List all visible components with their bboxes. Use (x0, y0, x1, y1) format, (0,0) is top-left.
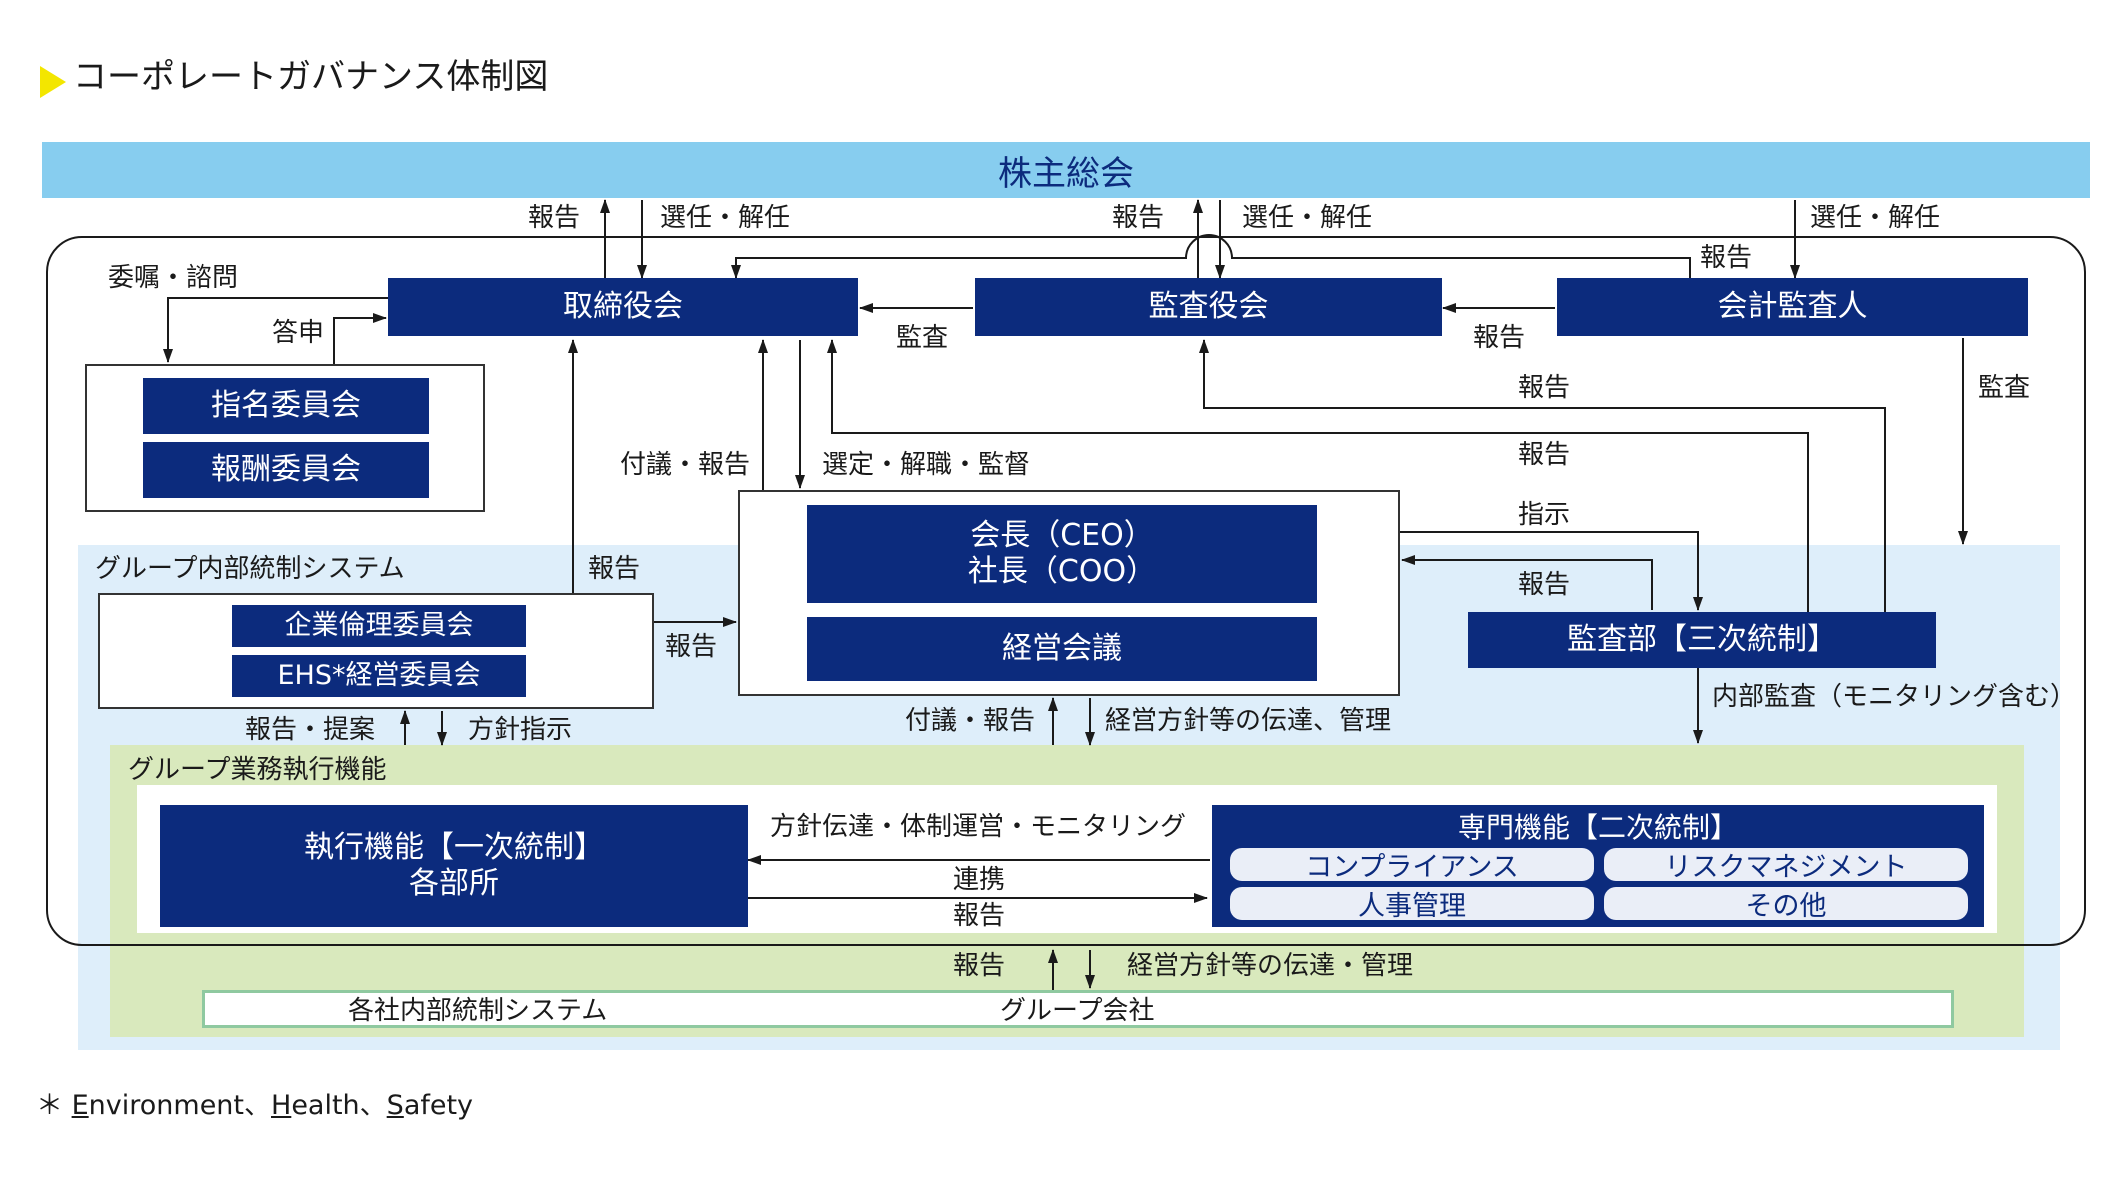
label-board-report: 報告 (528, 203, 581, 233)
shareholders-meeting-label: 株主総会 (998, 153, 1134, 194)
label-accountant-audit: 監査 (1978, 373, 2031, 403)
arrow-auditdept-to-auditboard (1199, 339, 1886, 612)
label-internal-board-report: 報告 (588, 554, 641, 584)
footnote-e: E (71, 1090, 89, 1121)
specialist-function: 専門機能【二次統制】 コンプライアンス リスクマネジメント 人事管理 その他 (1212, 805, 1984, 927)
specialist-item-risk-management: リスクマネジメント (1604, 848, 1968, 883)
board-of-directors: 取締役会 (388, 278, 858, 336)
label-board-appoint: 選任・解任 (660, 203, 791, 233)
group-companies-bar (202, 990, 1954, 1028)
label-instruct: 指示 (1518, 500, 1571, 530)
ethics-committee: 企業倫理委員会 (232, 605, 526, 647)
audit-board-label: 監査役会 (1148, 289, 1269, 324)
remuneration-committee-label: 報酬委員会 (211, 452, 361, 487)
label-internal-ceo-report: 報告 (665, 632, 718, 662)
arrow-ceo-to-auditdept (1400, 531, 1703, 611)
label-answer: 答申 (272, 318, 325, 348)
ceo-coo-box: 会長（CEO） 社長（COO） (807, 505, 1317, 603)
execution-label-1: 執行機能【一次統制】 (304, 830, 604, 865)
footnote-e-rest: nvironment、 (88, 1090, 271, 1121)
accounting-auditor: 会計監査人 (1557, 278, 2028, 336)
label-select-supervise: 選定・解職・監督 (822, 450, 1031, 480)
accounting-auditor-label: 会計監査人 (1717, 289, 1868, 324)
ethics-committee-label: 企業倫理委員会 (284, 609, 474, 641)
label-audit-report: 報告 (1112, 203, 1165, 233)
nomination-committee-label: 指名委員会 (211, 388, 361, 423)
label-accountant-report: 報告 (1473, 323, 1526, 353)
shareholders-meeting: 株主総会 (42, 142, 2090, 198)
remuneration-committee: 報酬委員会 (143, 442, 429, 498)
label-cooperation: 連携 (953, 865, 1006, 895)
specialist-title: 専門機能【二次統制】 (1457, 811, 1738, 844)
ehs-committee: EHS*経営委員会 (232, 655, 526, 697)
arrow-accountant-to-board-report (731, 234, 1691, 279)
footnote: ＊ Environment、Health、Safety (36, 1092, 473, 1119)
arrow-committees-to-board (333, 313, 387, 364)
label-business-propose-report: 付議・報告 (905, 706, 1036, 736)
nomination-committee: 指名委員会 (143, 378, 429, 434)
ehs-committee-label: EHS*経営委員会 (277, 659, 481, 691)
arrow-auditdept-to-board (827, 339, 1809, 612)
label-execution-report: 報告 (953, 901, 1006, 931)
page-title: コーポレートガバナンス体制図 (73, 57, 549, 97)
label-policy-monitoring: 方針伝達・体制運営・モニタリング (770, 812, 1187, 842)
label-group-policy: 経営方針等の伝達・管理 (1127, 951, 1414, 981)
footnote-h-rest: ealth、 (291, 1090, 387, 1121)
footnote-s: S (386, 1090, 404, 1121)
label-auditdept-report-2: 報告 (1518, 440, 1571, 470)
label-propose-report: 付議・報告 (620, 450, 751, 480)
management-meeting: 経営会議 (807, 617, 1317, 681)
footnote-s-rest: afety (403, 1090, 474, 1121)
label-accountant-report-top: 報告 (1700, 243, 1753, 273)
audit-dept-label: 監査部【三次統制】 (1567, 622, 1837, 657)
label-report-propose: 報告・提案 (245, 715, 376, 745)
ceo-label: 会長（CEO） (970, 518, 1154, 553)
label-policy-communicate: 経営方針等の伝達、管理 (1105, 706, 1392, 736)
coo-label: 社長（COO） (967, 554, 1157, 589)
label-entrust-consult: 委嘱・諮問 (108, 263, 239, 293)
specialist-item-other: その他 (1604, 887, 1968, 922)
board-label: 取締役会 (563, 289, 683, 324)
label-group-report: 報告 (953, 951, 1006, 981)
label-audit-board-audit: 監査 (896, 323, 949, 353)
governance-frame (46, 236, 2086, 946)
specialist-item-hr: 人事管理 (1230, 887, 1594, 922)
arrow-board-to-committees (163, 297, 388, 363)
execution-label-2: 各部所 (409, 866, 499, 901)
title-marker-icon (40, 66, 66, 98)
footnote-mark: ＊ (36, 1090, 63, 1121)
label-auditdept-ceo-report: 報告 (1518, 570, 1571, 600)
management-meeting-label: 経営会議 (1002, 631, 1122, 666)
label-auditdept-report-1: 報告 (1518, 373, 1571, 403)
arrow-auditdept-to-ceo (1401, 555, 1653, 610)
audit-and-supervisory-board: 監査役会 (975, 278, 1442, 336)
label-audit-appoint: 選任・解任 (1242, 203, 1373, 233)
group-system-label: 各社内部統制システム (348, 996, 608, 1026)
internal-control-title: グループ内部統制システム (95, 554, 405, 584)
label-accountant-appoint: 選任・解任 (1810, 203, 1941, 233)
internal-audit-department: 監査部【三次統制】 (1468, 612, 1936, 668)
execution-function: 執行機能【一次統制】 各部所 (160, 805, 748, 927)
group-companies-label: グループ会社 (1000, 996, 1155, 1026)
footnote-h: H (271, 1090, 292, 1121)
label-internal-audit: 内部監査（モニタリング含む） (1712, 682, 2077, 712)
label-policy-instruct: 方針指示 (468, 715, 573, 745)
business-execution-title: グループ業務執行機能 (128, 755, 387, 785)
specialist-item-compliance: コンプライアンス (1230, 848, 1594, 883)
